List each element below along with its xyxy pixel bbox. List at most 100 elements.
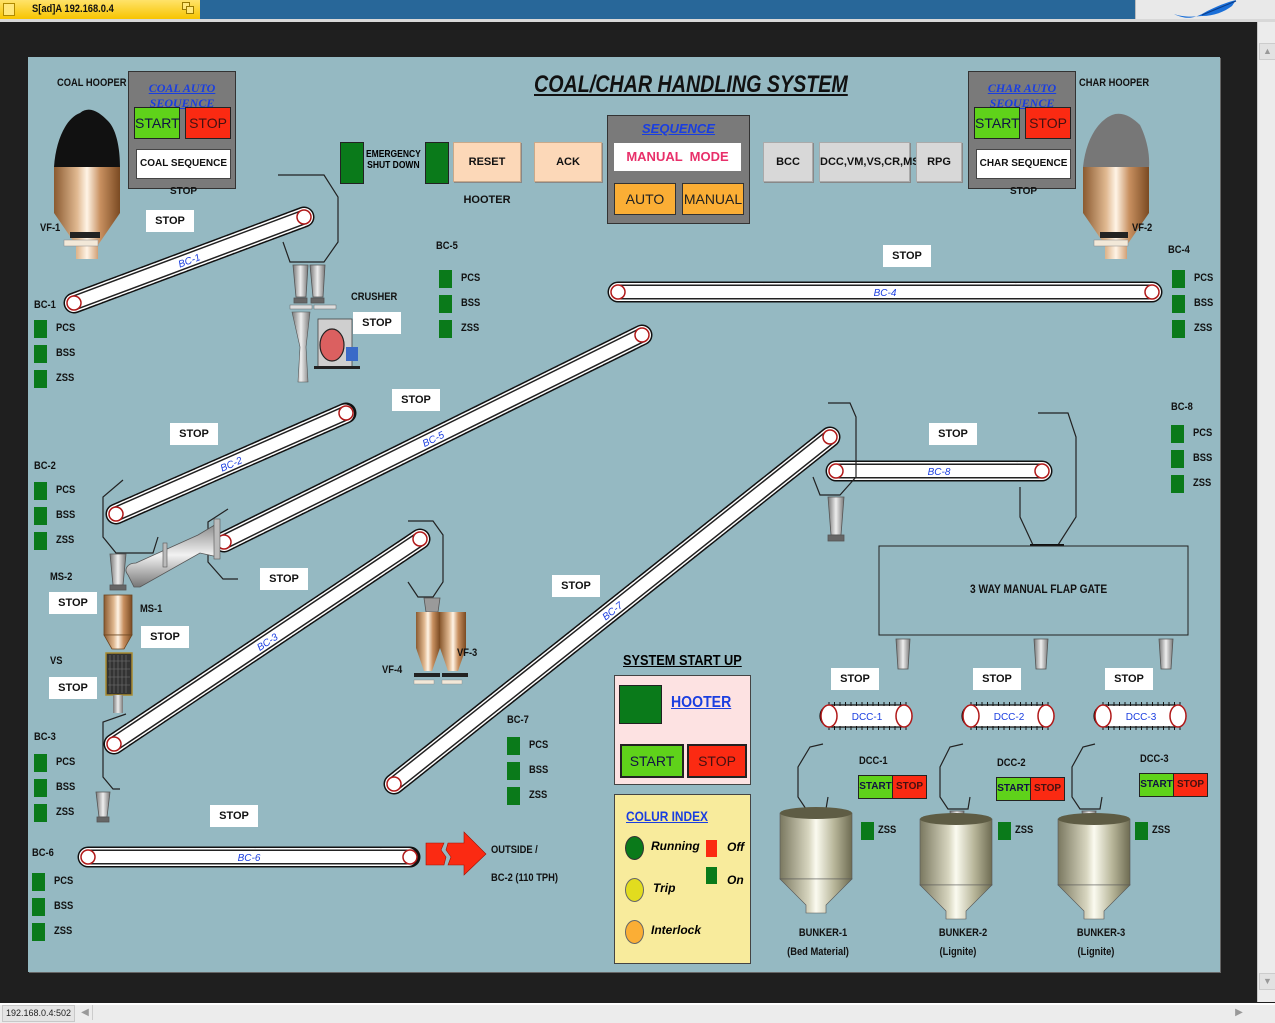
pulley-icon	[634, 327, 650, 343]
vs-stop-status[interactable]: STOP	[49, 677, 97, 699]
status-lamp-bss	[34, 779, 47, 797]
conveyor-bc-5-stop-status[interactable]: STOP	[392, 389, 440, 411]
scroll-left-icon[interactable]: ◀	[78, 1005, 93, 1020]
coal-stop-button[interactable]: STOP	[185, 107, 231, 139]
char-sequence-stop-button[interactable]: CHAR SEQUENCE STOP	[976, 149, 1071, 197]
dcc-3-start-button[interactable]: START	[1139, 773, 1174, 797]
pulley-icon	[80, 849, 96, 865]
dcc-belt-label: DCC-1	[852, 712, 883, 723]
startup-start-button[interactable]: START	[620, 744, 684, 778]
drag-chain-dcc-3[interactable]: DCC-3	[1093, 702, 1187, 730]
dcc-1-stop-button[interactable]: STOP	[892, 775, 927, 799]
connection-address: 192.168.0.4:502	[2, 1005, 76, 1022]
conveyor-bc-7[interactable]: BC-7	[383, 426, 841, 795]
scroll-right-icon[interactable]: ▶	[1235, 1007, 1243, 1018]
crusher-stop-status[interactable]: STOP	[353, 312, 401, 334]
reset-hooter-button[interactable]: RESET HOOTER	[453, 142, 521, 206]
ms1-stop-status[interactable]: STOP	[141, 626, 189, 648]
dcc-3-stop-status[interactable]: STOP	[1105, 668, 1153, 690]
coal-start-button[interactable]: START	[134, 107, 180, 139]
status-lamp-label: ZSS	[56, 372, 75, 384]
status-lamp-pcs	[1172, 270, 1185, 288]
startup-stop-button[interactable]: STOP	[687, 744, 747, 778]
pulley-icon	[296, 209, 312, 225]
dcc-2-zss-lamp	[998, 822, 1011, 840]
hooter-link[interactable]: HOOTER	[671, 694, 732, 711]
dcc-2-start-button[interactable]: START	[996, 777, 1031, 801]
conveyor-bc-8-stop-status[interactable]: STOP	[929, 423, 977, 445]
status-lamp-pcs	[439, 270, 452, 288]
pulley-icon	[412, 531, 428, 547]
sequence-title[interactable]: SEQUENCE	[642, 121, 715, 136]
rpg-button[interactable]: RPG	[916, 142, 962, 182]
off-legend-icon	[706, 840, 717, 857]
dcc-2-stop-button[interactable]: STOP	[1030, 777, 1065, 801]
status-lamp-pcs	[34, 482, 47, 500]
status-lamp-label: BSS	[56, 347, 76, 359]
status-lamp-label: ZSS	[529, 789, 548, 801]
belt-label: BC-8	[928, 467, 951, 478]
char-start-button[interactable]: START	[974, 107, 1020, 139]
conveyor-bc-4[interactable]: BC-4	[607, 281, 1163, 303]
bunker-3-label: BUNKER-3	[1076, 927, 1126, 939]
char-auto-sequence-title[interactable]: CHAR AUTO SEQUENCE	[987, 81, 1057, 110]
system-startup-title: SYSTEM START UP	[623, 652, 742, 669]
conveyor-bc-3[interactable]: BC-3	[103, 528, 431, 755]
dcc-vm-vs-cr-ms-button[interactable]: DCC,VM,VS,CR,MS	[819, 142, 920, 182]
conveyor-bc-8[interactable]: BC-8	[825, 460, 1053, 482]
scroll-down-icon[interactable]: ▼	[1259, 973, 1275, 990]
window-title-bar	[0, 0, 1275, 20]
bcc-button[interactable]: BCC	[763, 142, 813, 182]
drag-chain-dcc-1[interactable]: DCC-1	[819, 702, 913, 730]
restore-icon[interactable]	[182, 2, 194, 14]
drag-chain-dcc-2[interactable]: DCC-2	[961, 702, 1055, 730]
ms2-stop-status[interactable]: STOP	[49, 592, 97, 614]
dcc-1-stop-status[interactable]: STOP	[831, 668, 879, 690]
conveyor-bc-7-tag: BC-7	[507, 714, 529, 726]
coal-sequence-stop-button[interactable]: COAL SEQUENCE STOP	[136, 149, 231, 197]
conveyor-bc-6[interactable]: BC-6	[77, 846, 421, 868]
trip-legend-icon	[625, 878, 644, 902]
vertical-scrollbar[interactable]: ▲ ▼	[1257, 22, 1275, 1002]
conveyor-bc-2[interactable]: BC-2	[105, 402, 357, 525]
conveyor-bc-5[interactable]: BC-5	[213, 324, 653, 553]
flap-gate-box	[878, 545, 1189, 636]
conveyor-bc-1-stop-status[interactable]: STOP	[146, 210, 194, 232]
dcc-1-start-button[interactable]: START	[858, 775, 893, 799]
char-stop-button[interactable]: STOP	[1025, 107, 1071, 139]
bunker-2-sublabel: (Lignite)	[939, 946, 977, 958]
conveyor-bc-2-stop-status[interactable]: STOP	[170, 423, 218, 445]
conveyor-bc-6-stop-status[interactable]: STOP	[210, 805, 258, 827]
mill-assembly	[103, 518, 221, 713]
belt-label: BC-6	[238, 853, 261, 864]
ms2-label: MS-2	[50, 571, 73, 583]
coal-auto-sequence-title[interactable]: COAL AUTO SEQUENCE	[148, 81, 216, 110]
status-lamp-bss	[32, 898, 45, 916]
divider	[0, 19, 1275, 22]
conveyor-bc-3-stop-status[interactable]: STOP	[260, 568, 308, 590]
manual-button[interactable]: MANUAL	[682, 183, 744, 215]
app-logo-area	[1135, 0, 1275, 19]
conveyor-bc-6-tag: BC-6	[32, 847, 54, 859]
belt-label: BC-4	[874, 288, 897, 299]
flap-gate-label: 3 WAY MANUAL FLAP GATE	[970, 582, 1108, 596]
conveyor-bc-1[interactable]: BC-1	[63, 206, 315, 314]
emergency-indicator-left	[340, 142, 364, 184]
emergency-shutdown-button[interactable]	[425, 142, 449, 184]
pulley-icon	[106, 736, 122, 752]
scroll-up-icon[interactable]: ▲	[1259, 43, 1275, 60]
emergency-line-1: EMERGENCY	[366, 149, 421, 160]
pulley-icon	[1034, 463, 1050, 479]
ack-button[interactable]: ACK	[534, 142, 602, 182]
conveyor-bc-7-stop-status[interactable]: STOP	[552, 575, 600, 597]
conveyor-bc-4-stop-status[interactable]: STOP	[883, 245, 931, 267]
dcc-2-stop-status[interactable]: STOP	[973, 668, 1021, 690]
coal-hopper-vessel	[54, 109, 120, 259]
status-lamp-zss	[439, 320, 452, 338]
auto-button[interactable]: AUTO	[614, 183, 676, 215]
dcc-3-stop-button[interactable]: STOP	[1173, 773, 1208, 797]
vf1-label: VF-1	[40, 222, 61, 234]
session-tab[interactable]: S[ad]A 192.168.0.4	[0, 0, 200, 19]
status-lamp-label: ZSS	[1194, 322, 1213, 334]
bunker-1-vessel	[779, 807, 853, 914]
